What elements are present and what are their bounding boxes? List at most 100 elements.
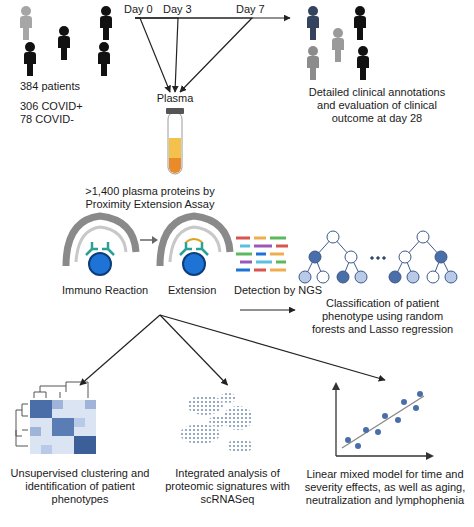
illustration-part [34,382,88,398]
illustration-part [270,253,284,256]
illustration-part [24,42,36,76]
regression-plot [332,382,434,460]
illustration-part [317,271,329,283]
illustration-part [377,257,380,260]
illustration-part [256,261,272,264]
illustration-part [332,382,340,390]
illustration-part [401,399,407,405]
illustration-part [254,237,266,240]
step-label: Extension [168,284,216,297]
decision-trees [299,231,457,283]
illustration-part [435,251,447,263]
illustration-part [307,6,319,40]
illustration-part [399,251,411,263]
illustration-part [98,42,110,76]
illustration-part [355,443,361,449]
flow-arrow [135,17,290,18]
illustration-part [41,445,52,454]
illustration-part [16,404,28,446]
illustration-part [209,415,227,427]
flow-arrow [80,315,160,385]
illustration-part [389,271,401,283]
patient-icons-left [20,6,112,76]
patient-group: 384 patients306 COVID+ 78 COVID- [10,0,135,135]
illustration-part [363,427,369,433]
illustration-part [270,237,286,240]
illustration-part [375,429,381,435]
illustration-part [220,393,236,403]
illustration-part [382,413,388,419]
time-point-label: Day 0 [124,3,153,16]
illustration-part [187,395,223,415]
flow-arrow [240,309,295,310]
illustration-part [445,271,457,283]
illustration-part [383,257,386,260]
analysis-step: Unsupervised clustering and identificati… [5,385,155,525]
illustration-part [407,271,419,283]
illustration-part [20,6,32,40]
illustration-part [342,396,424,448]
flow-arrow [160,315,228,385]
illustration-part [236,253,252,256]
illustration-part [327,231,339,243]
illustration-part [276,245,288,248]
time-point-label: Day 7 [236,3,265,16]
illustration-part [254,245,272,248]
node-text: Detailed clinical annotations and evalua… [302,86,452,125]
flow-arrow [135,18,170,92]
illustration-part [52,400,63,409]
tsne-scatter [180,393,253,453]
patient-icons-right [307,6,369,80]
illustration-part [256,253,266,256]
test-tube [166,108,184,174]
node-text: Linear mixed model for time and severity… [302,468,468,507]
illustration-part [413,405,419,411]
illustration-part [345,251,357,263]
illustration-part [169,158,181,173]
node-text: Integrated analysis of proteomic signatu… [160,467,295,506]
illustration-part [309,251,321,263]
sample-tube: Plasma [145,92,205,180]
flow-arrow [160,315,385,380]
illustration-part [426,452,434,460]
node-text: 306 COVID+ 78 COVID- [20,100,86,126]
illustration-part [180,424,220,444]
step-label: Immuno Reaction [62,284,148,297]
illustration-part [186,239,202,242]
illustration-part [332,28,344,62]
illustration-part [100,6,112,40]
illustration-part [254,269,266,272]
flow-arrow [135,18,252,92]
analysis-step: Integrated analysis of proteomic signatu… [160,385,295,525]
time-point-label: Day 3 [163,3,192,16]
illustration-part [336,455,428,456]
illustration-part [417,391,423,397]
illustration-part [240,261,252,264]
heatmap [16,382,96,454]
illustration-part [223,406,253,430]
illustration-part [183,253,205,275]
illustration-part [74,418,85,427]
analysis-step: Linear mixed model for time and severity… [300,380,470,525]
illustration-part [152,236,158,244]
illustration-part [395,417,401,423]
illustration-part [140,239,152,241]
illustration-part [337,271,349,283]
illustration-part [355,271,367,283]
illustration-part [307,46,319,80]
illustration-part [168,112,182,174]
illustration-part [30,400,96,454]
illustration-part [74,436,96,454]
illustration-part [166,108,184,114]
node-text: Plasma [145,92,205,105]
node-text: Classification of patient phenotype usin… [305,297,460,336]
illustration-part [270,269,286,272]
illustration-part [357,46,369,80]
illustration-part [417,231,429,243]
analysis-step: Classification of patient phenotype usin… [295,225,470,335]
illustration-part [85,400,96,409]
illustration-part [354,6,366,40]
